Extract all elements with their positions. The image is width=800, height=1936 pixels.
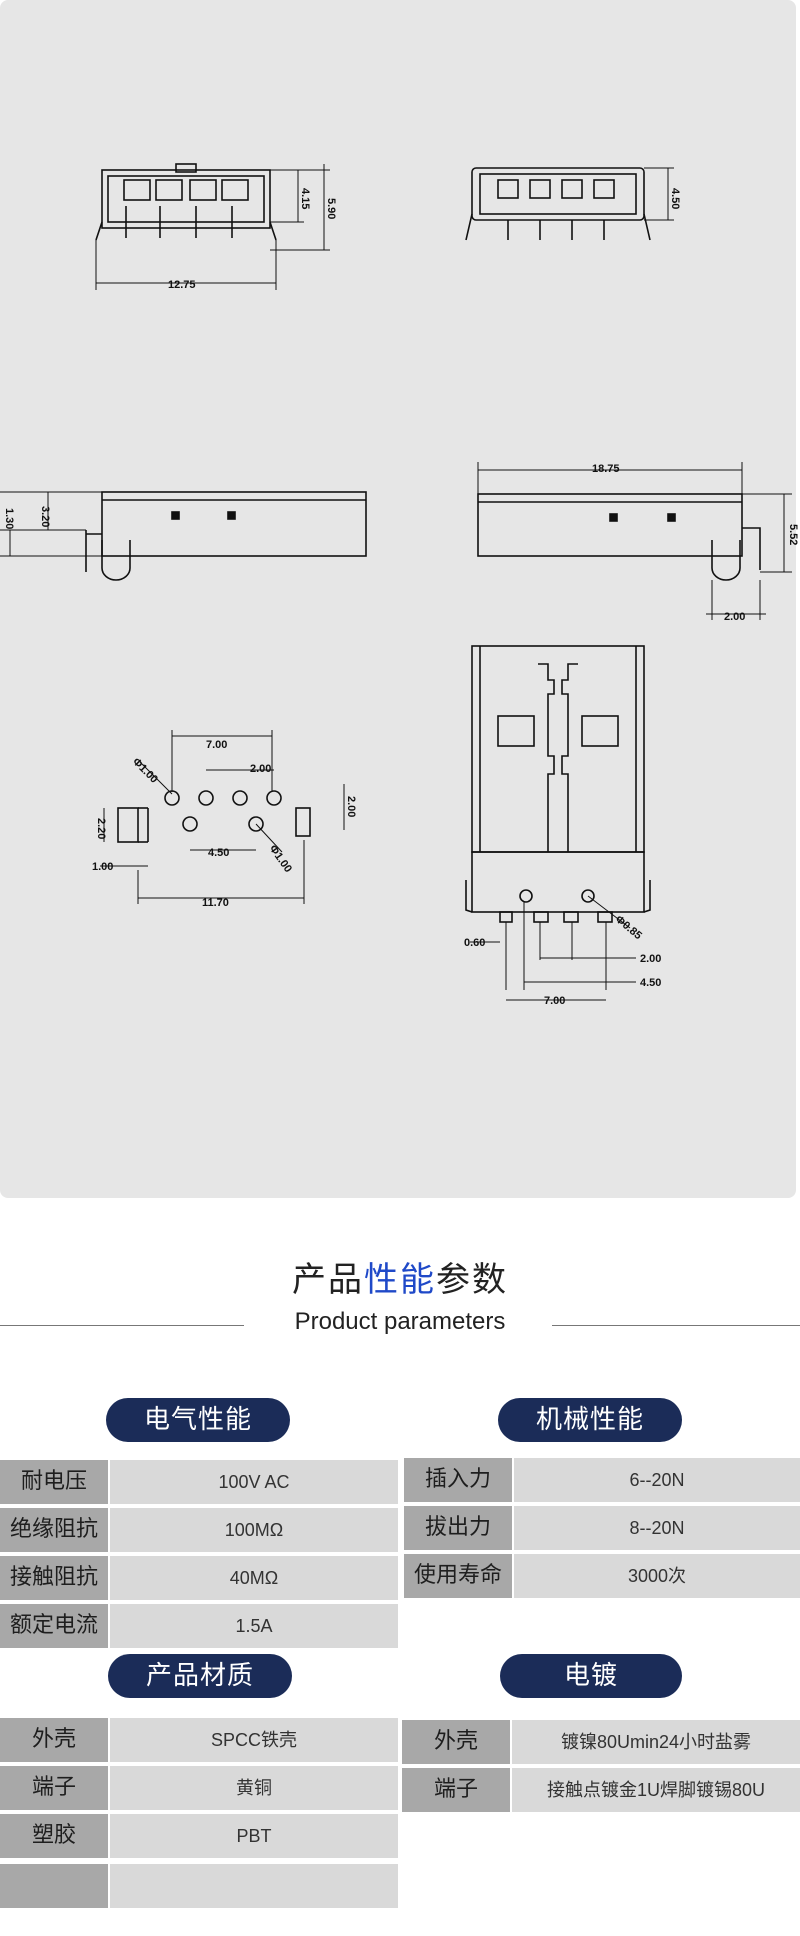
pcb-footprint-view — [100, 730, 345, 904]
row-value: 100MΩ — [110, 1508, 398, 1552]
top-view — [465, 645, 651, 1001]
title-highlight: 性能 — [364, 1260, 436, 1300]
svg-text:11.70: 11.70 — [202, 897, 229, 909]
svg-text:4.50: 4.50 — [669, 188, 681, 209]
divider-right — [552, 1325, 800, 1326]
table-row: 额定电流 1.5A — [0, 1604, 398, 1648]
svg-text:4.50: 4.50 — [208, 847, 229, 859]
svg-text:18.75: 18.75 — [592, 463, 620, 475]
front-view — [95, 163, 330, 290]
table-row — [0, 1864, 398, 1908]
row-value: 6--20N — [514, 1458, 800, 1502]
table-row: 插入力 6--20N — [404, 1458, 800, 1502]
row-value — [110, 1864, 398, 1908]
svg-text:Φ1.00: Φ1.00 — [130, 756, 160, 786]
svg-text:2.00: 2.00 — [250, 763, 271, 775]
row-value: 100V AC — [110, 1460, 398, 1504]
row-key: 使用寿命 — [404, 1554, 512, 1598]
table-row: 使用寿命 3000次 — [404, 1554, 800, 1598]
row-key — [0, 1864, 108, 1908]
row-value: 8--20N — [514, 1506, 800, 1550]
row-key: 额定电流 — [0, 1604, 108, 1648]
table-row: 接触阻抗 40MΩ — [0, 1556, 398, 1600]
svg-text:12.75: 12.75 — [168, 279, 196, 291]
mechanical-title: 机械性能 — [498, 1398, 682, 1442]
plating-title: 电镀 — [500, 1654, 682, 1698]
svg-text:4.15: 4.15 — [299, 188, 311, 209]
table-row: 端子 黄铜 — [0, 1766, 398, 1810]
svg-text:7.00: 7.00 — [206, 739, 227, 751]
svg-text:2.00: 2.00 — [724, 611, 745, 623]
svg-text:1.00: 1.00 — [92, 861, 113, 873]
svg-text:2.20: 2.20 — [95, 818, 107, 839]
table-row: 外壳 镀镍80Umin24小时盐雾 — [402, 1720, 800, 1764]
svg-text:2.00: 2.00 — [345, 796, 357, 817]
row-value: 镀镍80Umin24小时盐雾 — [512, 1720, 800, 1764]
section-title: 产品性能参数 — [0, 1252, 800, 1301]
section-subtitle: Product parameters — [294, 1308, 506, 1335]
row-key: 拔出力 — [404, 1506, 512, 1550]
row-key: 塑胶 — [0, 1814, 108, 1858]
side-view-right — [477, 462, 792, 620]
material-title: 产品材质 — [108, 1654, 292, 1698]
row-value: 接触点镀金1U焊脚镀锡80U — [512, 1768, 800, 1812]
svg-text:5.52: 5.52 — [787, 524, 799, 545]
table-row: 耐电压 100V AC — [0, 1460, 398, 1504]
rear-view — [465, 167, 674, 241]
svg-text:Φ0.85: Φ0.85 — [613, 913, 644, 942]
row-key: 外壳 — [402, 1720, 510, 1764]
row-value: 3000次 — [514, 1554, 800, 1598]
row-value: 1.5A — [110, 1604, 398, 1648]
electrical-title: 电气性能 — [106, 1398, 290, 1442]
row-value: 40MΩ — [110, 1556, 398, 1600]
title-prefix: 产品 — [292, 1260, 364, 1300]
row-key: 耐电压 — [0, 1460, 108, 1504]
table-row: 外壳 SPCC铁壳 — [0, 1718, 398, 1762]
svg-text:5.90: 5.90 — [325, 198, 337, 219]
row-key: 接触阻抗 — [0, 1556, 108, 1600]
svg-text:3.20: 3.20 — [39, 506, 51, 527]
svg-text:0.60: 0.60 — [464, 937, 485, 949]
svg-text:2.00: 2.00 — [640, 953, 661, 965]
row-key: 端子 — [0, 1766, 108, 1810]
table-row: 绝缘阻抗 100MΩ — [0, 1508, 398, 1552]
row-key: 外壳 — [0, 1718, 108, 1762]
technical-drawing-panel: 12.75 4.15 5.90 4.50 1.30 3.20 18.75 5.5… — [0, 0, 799, 1198]
divider-left — [0, 1325, 244, 1326]
row-key: 端子 — [402, 1768, 510, 1812]
svg-text:1.30: 1.30 — [3, 508, 15, 529]
svg-text:4.50: 4.50 — [640, 977, 661, 989]
side-view-left — [0, 491, 367, 581]
table-row: 塑胶 PBT — [0, 1814, 398, 1858]
svg-text:7.00: 7.00 — [544, 995, 565, 1007]
svg-text:Φ1.00: Φ1.00 — [267, 843, 294, 875]
row-value: 黄铜 — [110, 1766, 398, 1810]
row-value: SPCC铁壳 — [110, 1718, 398, 1762]
table-row: 拔出力 8--20N — [404, 1506, 800, 1550]
connector-dimension-drawing: 12.75 4.15 5.90 4.50 1.30 3.20 18.75 5.5… — [0, 163, 799, 1007]
row-key: 绝缘阻抗 — [0, 1508, 108, 1552]
table-row: 端子 接触点镀金1U焊脚镀锡80U — [402, 1768, 800, 1812]
row-key: 插入力 — [404, 1458, 512, 1502]
title-suffix: 参数 — [436, 1260, 508, 1300]
row-value: PBT — [110, 1814, 398, 1858]
